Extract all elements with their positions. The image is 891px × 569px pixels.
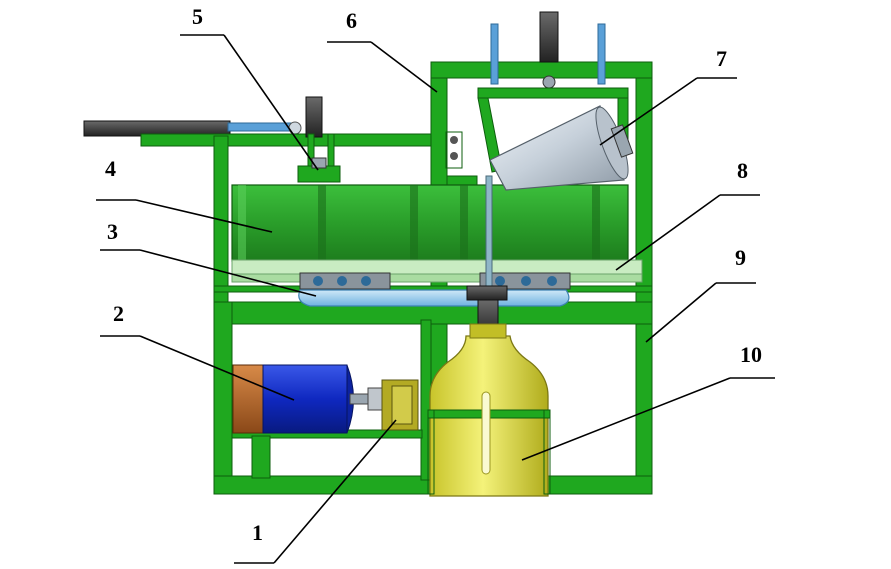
vertical-rod-left — [490, 23, 499, 85]
callout-1: 1 — [252, 520, 263, 545]
callout-4: 4 — [105, 156, 116, 181]
base-plate — [231, 259, 643, 283]
callout-labels: 1 2 3 4 5 6 7 8 9 10 — [105, 4, 762, 545]
top-knob — [539, 11, 559, 63]
callout-5: 5 — [192, 4, 203, 29]
vertical-rod-right — [597, 23, 606, 85]
motor-body — [262, 364, 348, 434]
callout-8: 8 — [737, 158, 748, 183]
handle-arm — [140, 133, 432, 147]
callout-3: 3 — [107, 219, 118, 244]
callout-9: 9 — [735, 245, 746, 270]
callout-6: 6 — [346, 8, 357, 33]
belt-tray — [298, 289, 570, 307]
top-nut — [542, 75, 556, 89]
handle-knob — [305, 96, 323, 138]
bearing-row — [299, 272, 571, 290]
callout-7: 7 — [716, 46, 727, 71]
bottle — [427, 323, 551, 497]
leader-lines — [96, 34, 775, 564]
motor-end-cap — [232, 364, 266, 434]
pulley-coupling — [367, 379, 419, 431]
callout-10: 10 — [740, 342, 762, 367]
callout-2: 2 — [113, 301, 124, 326]
drum — [231, 184, 629, 262]
tilted-cylinder — [489, 105, 634, 191]
handle-assembly — [83, 96, 432, 183]
clamp-nut — [311, 157, 327, 169]
motor — [232, 364, 381, 434]
drum-body — [231, 184, 629, 262]
